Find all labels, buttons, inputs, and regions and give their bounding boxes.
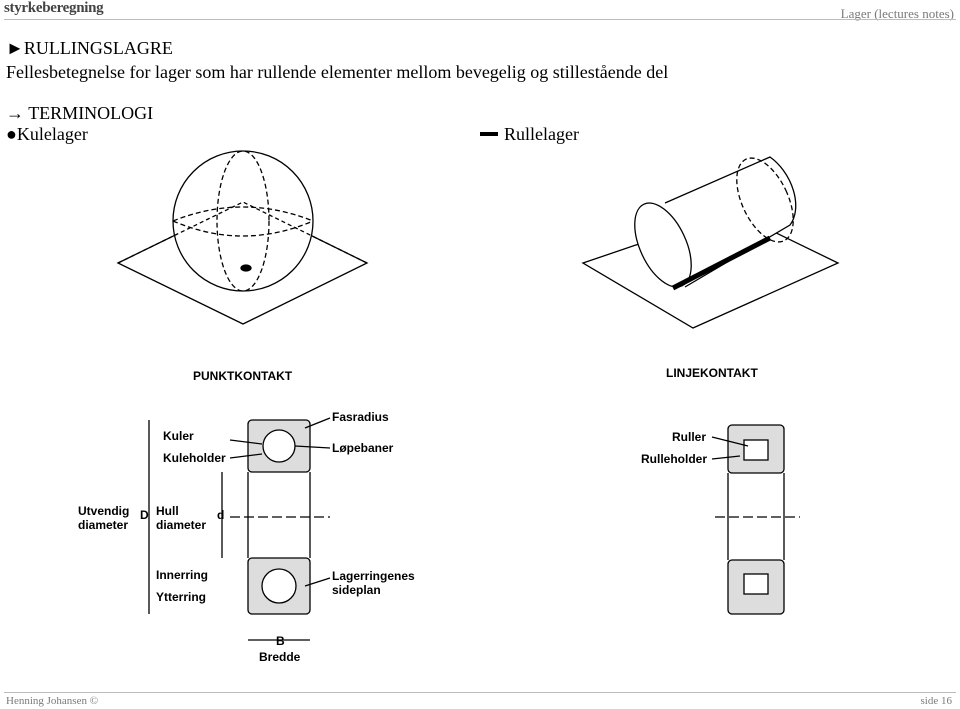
- label-hull-1: Hull: [156, 504, 179, 518]
- label-d: d: [217, 508, 224, 522]
- sphere-on-plane-figure: [116, 150, 369, 325]
- dash-icon: [480, 132, 498, 137]
- cylinder-body: [664, 156, 797, 288]
- ball-bearing-section: [148, 417, 331, 641]
- leader-lopebaner: [294, 445, 331, 449]
- leader-ruller: [711, 436, 749, 447]
- linjekontakt-caption: LINJEKONTAKT: [666, 366, 758, 380]
- contact-line: [671, 235, 772, 291]
- arrow-icon: →: [6, 103, 24, 123]
- label-kuler: Kuler: [163, 429, 194, 443]
- title-text: RULLINGSLAGRE: [23, 38, 173, 58]
- label-ytterring: Ytterring: [156, 590, 206, 604]
- rullelager-heading: Rullelager: [480, 124, 579, 145]
- roller-bearing-section: [711, 424, 800, 615]
- label-bredde: Bredde: [259, 650, 301, 664]
- label-utvendig-1: Utvendig: [78, 504, 129, 518]
- punktkontakt-caption: PUNKTKONTAKT: [193, 369, 293, 383]
- label-lagerringenes-2: sideplan: [332, 583, 381, 597]
- label-fasradius: Fasradius: [332, 410, 389, 424]
- kulelager-heading: ●Kulelager: [6, 124, 88, 145]
- bullet-icon: ●: [6, 124, 17, 144]
- lower-roller: [743, 573, 769, 595]
- footer-author: Henning Johansen ©: [6, 695, 99, 707]
- leader-lagerringenes: [304, 577, 331, 587]
- label-B: B: [276, 634, 285, 648]
- label-D: D: [140, 508, 149, 522]
- rullelager-text: Rullelager: [504, 124, 579, 144]
- label-ruller: Ruller: [672, 430, 706, 444]
- label-kuleholder: Kuleholder: [163, 451, 226, 465]
- logo: styrkeberegning: [4, 0, 104, 16]
- leader-rulleholder: [711, 455, 741, 460]
- cylinder-on-plane-figure: [581, 156, 840, 329]
- header-divider: [4, 19, 956, 20]
- hidden-plane-edge: [117, 201, 368, 264]
- upper-roller: [743, 439, 769, 461]
- leader-kuler: [229, 439, 263, 445]
- subtitle: Fellesbetegnelse for lager som har rulle…: [6, 62, 669, 82]
- label-innerring: Innerring: [156, 568, 208, 582]
- sphere-meridian: [216, 150, 270, 292]
- triangle-marker-icon: ►: [6, 38, 24, 58]
- leader-kuleholder: [229, 453, 263, 459]
- header-title: Lager (lectures notes): [840, 6, 954, 21]
- sphere-equator-back: [172, 206, 314, 222]
- terminology-heading: → TERMINOLOGI: [6, 103, 153, 124]
- label-lopebaner: Løpebaner: [332, 441, 394, 455]
- sphere-equator: [172, 220, 314, 237]
- label-utvendig-2: diameter: [78, 518, 128, 532]
- page-number: side 16: [920, 695, 952, 707]
- page-title: ►RULLINGSLAGRE: [6, 38, 173, 59]
- lower-ball: [261, 568, 297, 604]
- label-lagerringenes-1: Lagerringenes: [332, 569, 415, 583]
- label-hull-2: diameter: [156, 518, 206, 532]
- terminology-text: TERMINOLOGI: [28, 103, 154, 123]
- cylinder-end-back: [736, 157, 794, 243]
- kulelager-text: Kulelager: [16, 124, 88, 144]
- label-rulleholder: Rulleholder: [641, 452, 707, 466]
- contact-point: [240, 264, 252, 272]
- upper-ball: [262, 429, 296, 463]
- footer-divider: [4, 692, 956, 693]
- leader-fasradius: [304, 417, 331, 429]
